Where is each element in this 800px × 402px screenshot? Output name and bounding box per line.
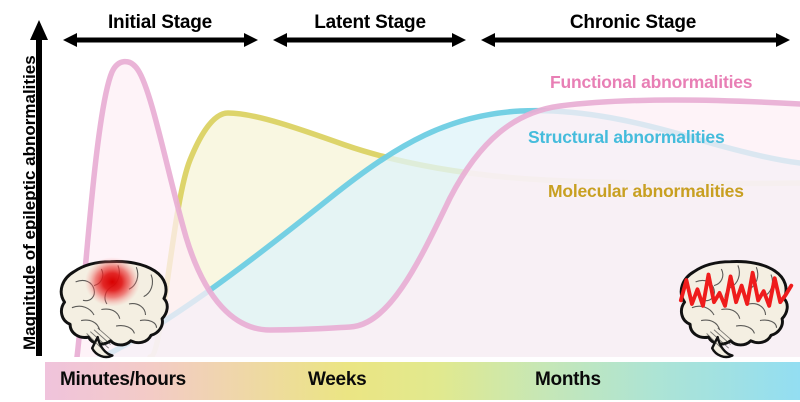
timeline-label-months: Months <box>535 369 601 390</box>
curve-functional-abnormalities <box>74 58 800 357</box>
stage-label-initial: Initial Stage <box>107 12 213 33</box>
stage-label-latent: Latent Stage <box>314 12 426 33</box>
stage-arrow-initial <box>63 33 258 47</box>
timeline-label-minutes-hours: Minutes/hours <box>60 369 186 390</box>
eeg-spike-waveform <box>678 270 794 308</box>
curve-label-functional: Functional abnormalities <box>550 72 753 92</box>
lesion-glow <box>84 257 140 307</box>
stage-arrow-chronic <box>481 33 790 47</box>
brain-with-eeg-spikes-illustration <box>678 260 794 359</box>
stage-label-chronic: Chronic Stage <box>569 12 697 33</box>
curve-label-structural: Structural abnormalities <box>528 127 725 147</box>
y-axis-arrow <box>30 20 48 356</box>
timeline-gradient-bar <box>45 362 800 400</box>
curve-label-molecular: Molecular abnormalities <box>548 181 744 201</box>
stage-arrow-latent <box>273 33 466 47</box>
brain-with-lesion-illustration <box>59 257 169 359</box>
timeline-label-weeks: Weeks <box>308 369 367 390</box>
